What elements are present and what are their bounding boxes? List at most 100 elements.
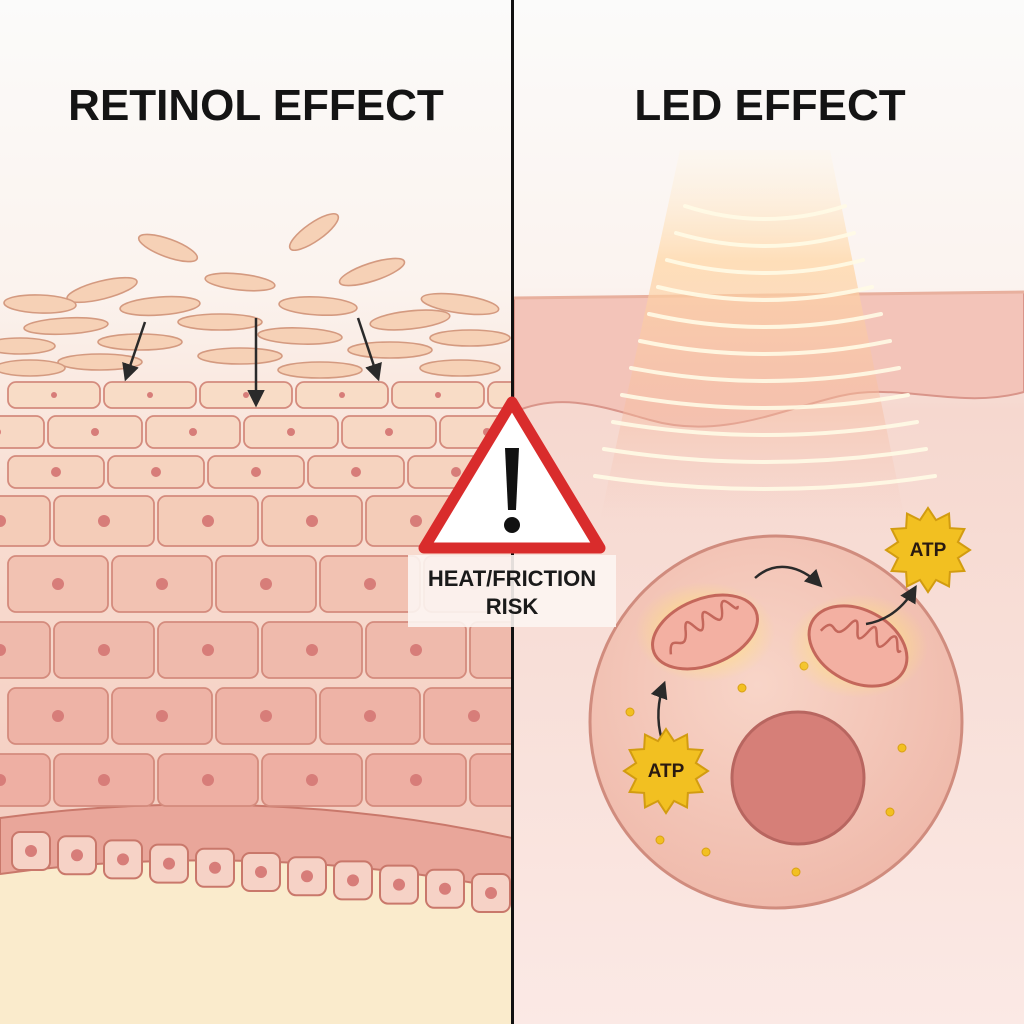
cell-nucleus [91, 428, 99, 436]
cell-nucleus [364, 710, 376, 722]
basal-nucleus [209, 861, 221, 874]
mitochondrion-right [788, 594, 928, 698]
basal-nucleus [117, 853, 129, 866]
skin-cell [0, 495, 51, 547]
cell-nucleus [306, 515, 318, 527]
exfoliation-arrow-left [122, 321, 147, 382]
warning-callout: HEAT/FRICTION RISK [408, 396, 616, 627]
cell-nucleus [189, 428, 197, 436]
skin-flake [137, 233, 199, 263]
cell-nucleus [306, 644, 318, 656]
cell-nucleus [202, 644, 214, 656]
skin-flake [119, 295, 201, 317]
skin-flake [288, 213, 340, 251]
retinol-title: RETINOL EFFECT [68, 81, 444, 130]
light-wave [683, 204, 847, 221]
cell-nucleus [202, 515, 214, 527]
cell-nucleus [156, 710, 168, 722]
skin-flake [338, 257, 406, 287]
light-wave [647, 312, 883, 329]
atp-label-lower: ATP [648, 761, 685, 782]
cell-nucleus [435, 392, 441, 398]
atp-input-arrow [650, 680, 668, 741]
light-wave [611, 420, 919, 437]
cell-granule [655, 835, 665, 845]
cell-nucleus [410, 644, 422, 656]
cell-nucleus [0, 644, 6, 656]
cell-nucleus [306, 774, 318, 786]
skin-flake [278, 295, 358, 317]
mitochondrion-left [635, 582, 775, 682]
cell-nucleus [52, 578, 64, 590]
atp-burst-lower: ATP [622, 727, 710, 815]
cell-nucleus [98, 515, 110, 527]
cell-granule [885, 807, 895, 817]
basal-nucleus [25, 845, 37, 857]
basal-nucleus [71, 849, 83, 862]
exclamation-mark-icon [505, 448, 519, 510]
basal-nucleus [163, 857, 175, 870]
atp-burst-upper: ATP [884, 506, 972, 594]
cell-nucleus [243, 392, 249, 398]
skin-cell [0, 621, 51, 679]
basal-nucleus [393, 878, 405, 891]
cell-nucleus [98, 774, 110, 786]
cell-nucleus [98, 644, 110, 656]
cell-nucleus [51, 467, 61, 477]
cell-nucleus [260, 578, 272, 590]
skin-flake [369, 309, 451, 331]
cell-nucleus [287, 428, 295, 436]
transfer-arrow [754, 565, 823, 588]
led-light-beam [600, 150, 905, 520]
warning-line-2: RISK [486, 594, 539, 619]
skin-flake [347, 341, 433, 359]
cell-nucleus [51, 392, 57, 398]
basal-nucleus [347, 874, 359, 887]
light-wave [638, 339, 892, 356]
skin-flake [3, 294, 77, 314]
cell-nucleus [0, 515, 6, 527]
atp-output-arrow [865, 584, 917, 626]
cell-nucleus [0, 774, 6, 786]
light-wave [620, 393, 910, 410]
skin-cell [0, 415, 45, 449]
skin-cell [0, 753, 51, 807]
cell-nucleus [410, 774, 422, 786]
light-wave [629, 366, 901, 383]
cell-nucleus [260, 710, 272, 722]
skin-flake [0, 359, 66, 377]
atp-label-upper: ATP [910, 540, 947, 561]
skin-flake [429, 329, 511, 347]
cell-nucleus [385, 428, 393, 436]
skin-flake [420, 292, 500, 316]
basal-nucleus [485, 887, 497, 899]
shedding-flakes [0, 213, 511, 379]
skin-flake [257, 327, 343, 345]
cell-nucleus [730, 710, 866, 846]
cell-nucleus [364, 578, 376, 590]
basal-nucleus [301, 870, 313, 883]
skin-flake [57, 353, 143, 371]
skin-flake [277, 361, 363, 379]
cell-nucleus [410, 515, 422, 527]
light-wave [602, 447, 928, 464]
basal-cells [11, 831, 511, 913]
cell-granule [737, 683, 747, 693]
warning-line-1: HEAT/FRICTION [428, 566, 596, 591]
cell-nucleus [251, 467, 261, 477]
cell-nucleus [52, 710, 64, 722]
cell-nucleus [351, 467, 361, 477]
cell-granule [701, 847, 711, 857]
warning-text-backdrop [408, 555, 616, 627]
cell-granule [791, 867, 801, 877]
skin-flake [0, 337, 56, 355]
light-wave [674, 231, 856, 248]
skin-flake [177, 313, 263, 331]
skin-flake [197, 347, 283, 365]
light-waves [593, 204, 937, 491]
cell-nucleus [202, 774, 214, 786]
cell-nucleus [468, 710, 480, 722]
cell-nucleus [0, 429, 1, 435]
